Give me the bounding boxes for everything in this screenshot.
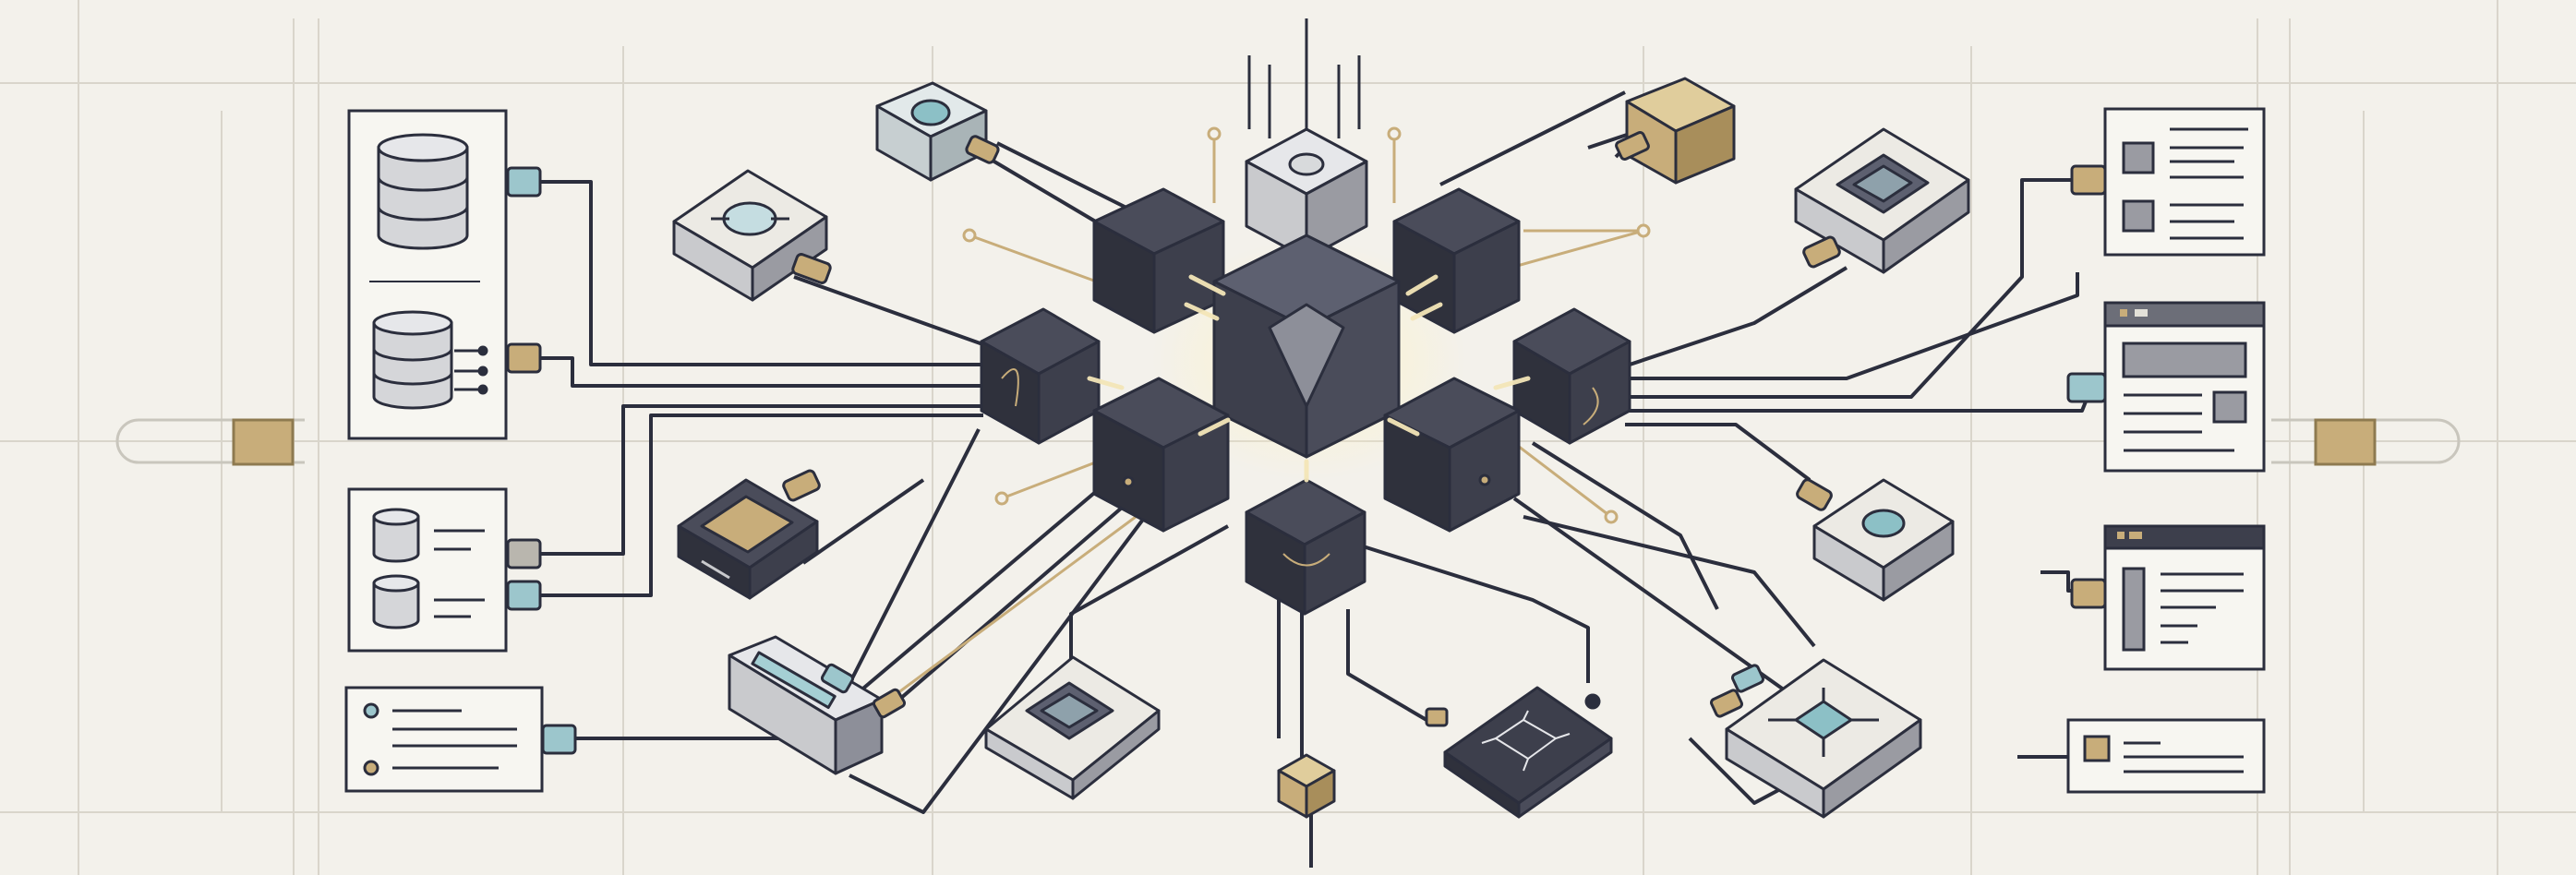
circuit-pad-icon: [1443, 686, 1613, 819]
central-hub-cube-cluster-icon: [980, 127, 1631, 616]
gold-block-icon: [1277, 753, 1336, 819]
hub-light-streaks: [1087, 274, 1531, 483]
right-connector-gold-1: [2070, 164, 2107, 196]
left-connector-teal-1: [506, 166, 542, 198]
right-rail-gold-block-icon: [2314, 418, 2377, 466]
database-stack-icon: [377, 133, 469, 250]
left-list-panel: [344, 686, 544, 793]
left-connector-gold-1: [506, 342, 542, 374]
right-info-card-panel: [2066, 718, 2266, 794]
left-connector-gray-2: [506, 538, 542, 569]
wire-terminals: [962, 126, 1651, 710]
left-database-cluster-panel: [347, 487, 508, 653]
side-rails: [115, 418, 2461, 464]
list-panel-icon: [363, 702, 517, 776]
hub-dark-cube-nw: [1092, 187, 1225, 334]
slot-module-icon: [677, 469, 821, 600]
small-gold-terminal-icon: [1425, 707, 1449, 727]
left-connector-teal-3: [541, 724, 577, 755]
left-rail-gold-block-icon: [232, 418, 295, 466]
lens-module-icon: [672, 169, 832, 302]
right-browser-panel: [2103, 301, 2266, 473]
database-cluster-icon: [372, 508, 485, 629]
gold-box-icon: [1615, 77, 1736, 185]
teal-sensor-icon: [875, 81, 1000, 182]
hub-dark-cube-e: [1512, 307, 1631, 445]
hub-silver-cube: [1245, 127, 1368, 260]
hub-dark-cube-s: [1245, 478, 1366, 616]
database-stack-small-icon: [372, 310, 488, 410]
chip-tray-icon: [728, 635, 907, 775]
top-bus-lines: [1247, 18, 1361, 138]
right-document-panel: [2103, 107, 2266, 257]
chip-module-icon: [984, 655, 1161, 800]
teal-chip-module-icon: [1709, 658, 1922, 819]
browser-window-icon: [2103, 301, 2266, 452]
hub-dark-cube-w: [980, 307, 1101, 445]
info-card-icon: [2083, 735, 2244, 773]
app-window-icon: [2103, 524, 2266, 652]
hub-dark-cube-ne: [1392, 187, 1521, 334]
hub-dark-cube-se: [1383, 377, 1521, 533]
hub-dark-cube-sw: [1092, 377, 1230, 533]
right-connector-teal-1: [2066, 372, 2107, 403]
right-app-window-panel: [2103, 524, 2266, 671]
hub-center-cube: [1212, 234, 1401, 459]
document-panel-icon: [2122, 127, 2248, 240]
dial-module-icon: [1796, 478, 1955, 602]
right-connector-gold-2: [2070, 578, 2107, 609]
left-database-panel: [347, 109, 508, 440]
left-connector-teal-2: [506, 580, 542, 611]
chip-server-icon: [1794, 127, 1970, 274]
